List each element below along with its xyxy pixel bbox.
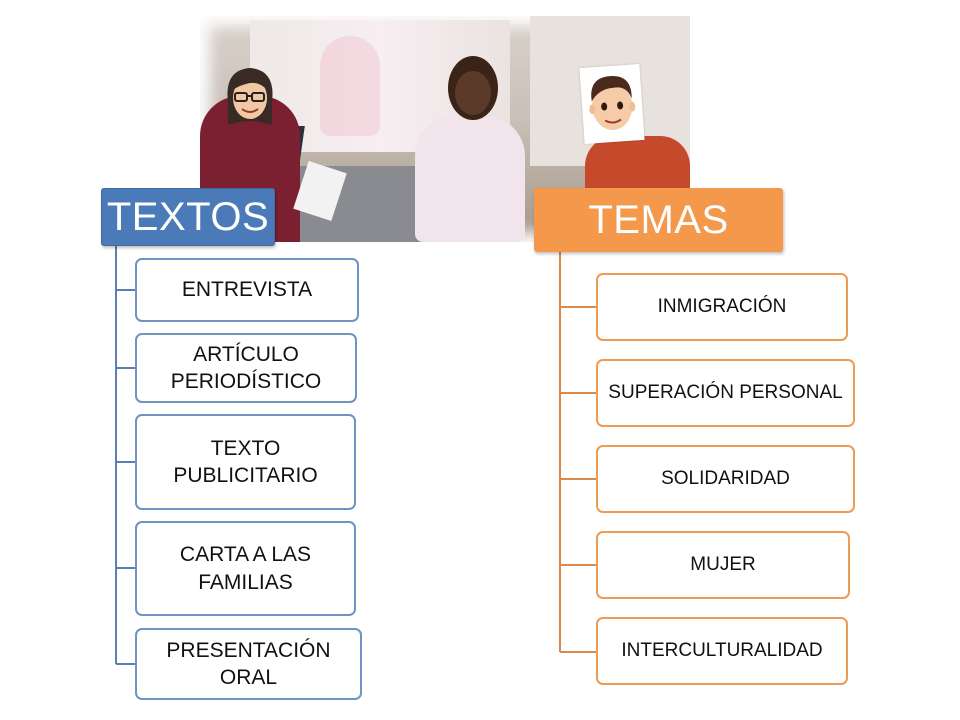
speaker-face (455, 71, 491, 115)
temas-item-solidaridad: SOLIDARIDAD (596, 445, 855, 513)
temas-item-mujer: MUJER (596, 531, 850, 599)
textos-header: TEXTOS (101, 188, 275, 246)
temas-header: TEMAS (534, 188, 783, 252)
speaker-woman (415, 116, 525, 242)
boy-avatar-icon (579, 63, 645, 145)
textos-item-presentacion: PRESENTACIÓN ORAL (135, 628, 362, 700)
temas-item-inmigracion: INMIGRACIÓN (596, 273, 848, 341)
projected-figure (320, 36, 380, 136)
textos-item-articulo: ARTÍCULO PERIODÍSTICO (135, 333, 357, 403)
textos-item-carta: CARTA A LAS FAMILIAS (135, 521, 356, 616)
textos-item-entrevista: ENTREVISTA (135, 258, 359, 322)
textos-item-texto-publicitario: TEXTO PUBLICITARIO (135, 414, 356, 510)
temas-item-interculturalidad: INTERCULTURALIDAD (596, 617, 848, 685)
classroom-photo (200, 16, 690, 242)
girl-avatar-icon (227, 68, 273, 132)
temas-item-superacion: SUPERACIÓN PERSONAL (596, 359, 855, 427)
